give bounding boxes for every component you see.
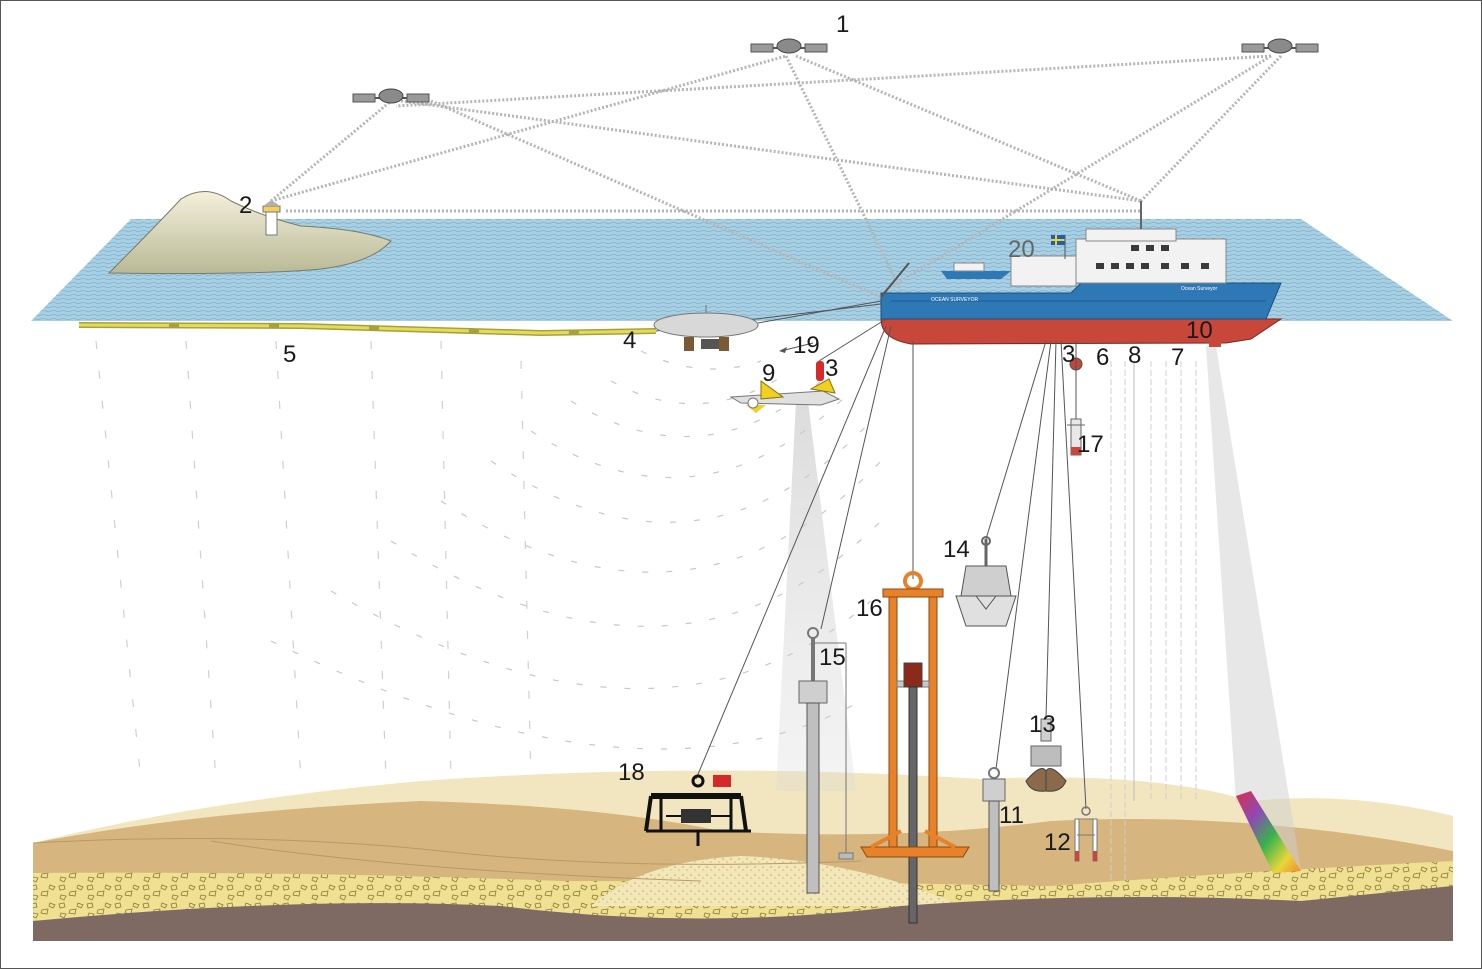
callout-6: 6 (1096, 344, 1110, 371)
callout-19: 19 (793, 332, 820, 359)
callout-4: 4 (623, 327, 637, 354)
callout-14: 14 (943, 536, 970, 563)
callout-13: 13 (1029, 711, 1056, 738)
callout-7: 7 (1171, 344, 1185, 371)
benthic-lander (644, 774, 751, 846)
callout-12: 12 (1044, 829, 1071, 856)
callout-3-ctd: 3 (825, 355, 839, 382)
grab-sampler-small (1025, 718, 1067, 792)
satellite-icon (750, 38, 828, 54)
callout-8: 8 (1128, 342, 1142, 369)
towed-survey-body (729, 378, 841, 413)
piston-corer (798, 627, 854, 894)
ship-name-bow: Ocean Surveyor (1181, 286, 1217, 292)
callout-11: 11 (999, 802, 1024, 829)
towed-sound-source (653, 300, 882, 351)
callout-1: 1 (836, 11, 850, 38)
callout-9: 9 (762, 360, 776, 387)
island (107, 191, 392, 274)
research-vessel (880, 201, 1283, 371)
callout-20: 20 (1008, 236, 1035, 263)
gravity-corer (982, 767, 1006, 892)
instrument-wires (695, 318, 1087, 810)
callout-15: 15 (819, 644, 846, 671)
grab-sampler-large (955, 536, 1017, 627)
callout-17: 17 (1077, 431, 1104, 458)
vibrocorer-frame (860, 571, 970, 924)
sonar-beams (776, 346, 1301, 873)
echo-sounder-columns (1110, 361, 1197, 881)
callout-16: 16 (856, 595, 883, 622)
satellite-links (270, 54, 1283, 299)
multi-corer (1074, 806, 1098, 862)
seabed-layers (32, 770, 1453, 941)
callout-3-hull: 3 (1062, 341, 1076, 368)
lighthouse-icon (262, 200, 281, 236)
streamer-receiver-lines (95, 340, 532, 782)
callout-5: 5 (283, 341, 297, 368)
callout-2: 2 (239, 192, 253, 219)
callout-10: 10 (1186, 317, 1213, 344)
sound-velocity-probe (1067, 418, 1085, 456)
callout-18: 18 (618, 759, 645, 786)
ctd-probe (779, 342, 824, 381)
ship-name-stern: OCEAN SURVEYOR (931, 297, 979, 303)
satellite-icon (352, 88, 430, 104)
satellite-icon (1241, 38, 1319, 54)
